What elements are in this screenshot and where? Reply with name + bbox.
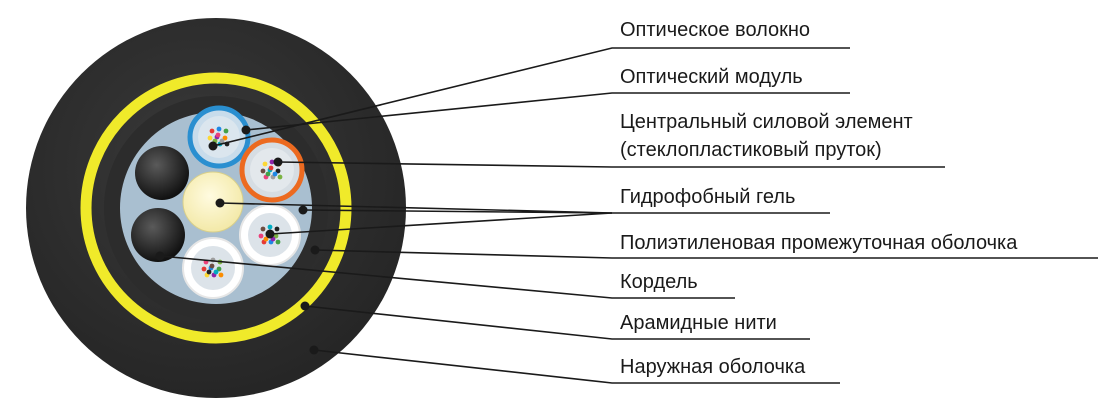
fiber-dot (215, 132, 221, 138)
leader-pe-sheath (314, 249, 1098, 259)
fiber-dot (277, 174, 283, 180)
filler-cord-top (135, 146, 189, 200)
leader-optical-fiber (212, 47, 850, 147)
fiber-dot (219, 138, 225, 144)
fiber-dot (263, 236, 269, 242)
central-strength-member (182, 171, 244, 233)
fiber-dot (262, 161, 268, 167)
leader-arrowheads (155, 125, 320, 355)
label-optical-module: Оптический модуль (620, 66, 803, 88)
label-hydrophobic-gel: Гидрофобный гель (620, 186, 796, 208)
label-outer-sheath: Наружная оболочка (620, 356, 806, 378)
aramid-yarn-ring (80, 72, 352, 344)
fiber-dot (209, 263, 215, 269)
fiber-dot (213, 269, 219, 275)
label-filler-cord: Кордель (620, 271, 698, 293)
fiber-dot (268, 165, 274, 171)
leader-gel-branch-1 (302, 209, 613, 214)
filler-cord-bottom (131, 208, 185, 262)
leader-outer-sheath (313, 349, 840, 384)
fiber-dot (209, 128, 215, 134)
fiber-dot (269, 159, 275, 165)
fiber-dot (275, 168, 281, 174)
label-optical-fiber: Оптическое волокно (620, 19, 811, 41)
fiber-dot (265, 171, 271, 177)
fiber-dot (267, 224, 273, 230)
fiber-dot (207, 135, 213, 141)
label-aramid-yarns: Арамидные нити (620, 312, 777, 334)
fiber-dot (274, 226, 280, 232)
leader-gel-branch-2 (269, 212, 613, 235)
fiber-dot (260, 226, 266, 232)
label-central-member-line2: (стеклопластиковый пруток) (620, 139, 882, 161)
leader-lines (159, 47, 1098, 384)
leader-optical-module (245, 92, 850, 131)
label-central-member-line1: Центральный силовой элемент (620, 111, 913, 133)
fiber-dot (216, 266, 222, 272)
fiber-dot (216, 126, 222, 132)
fiber-dot (201, 266, 207, 272)
fiber-dot (222, 135, 228, 141)
leader-central-member (277, 161, 945, 168)
fiber-dot (258, 233, 264, 239)
fiber-dot (275, 239, 281, 245)
fiber-dot (206, 269, 212, 275)
fiber-dot (273, 233, 279, 239)
fiber-dot (223, 128, 229, 134)
leader-filler-cord (159, 255, 735, 299)
fiber-dot (260, 168, 266, 174)
leader-aramid (304, 305, 810, 340)
fiber-dot (272, 171, 278, 177)
fiber-dot (218, 272, 224, 278)
label-pe-inner-sheath: Полиэтиленовая промежуточная оболочка (620, 232, 1018, 254)
